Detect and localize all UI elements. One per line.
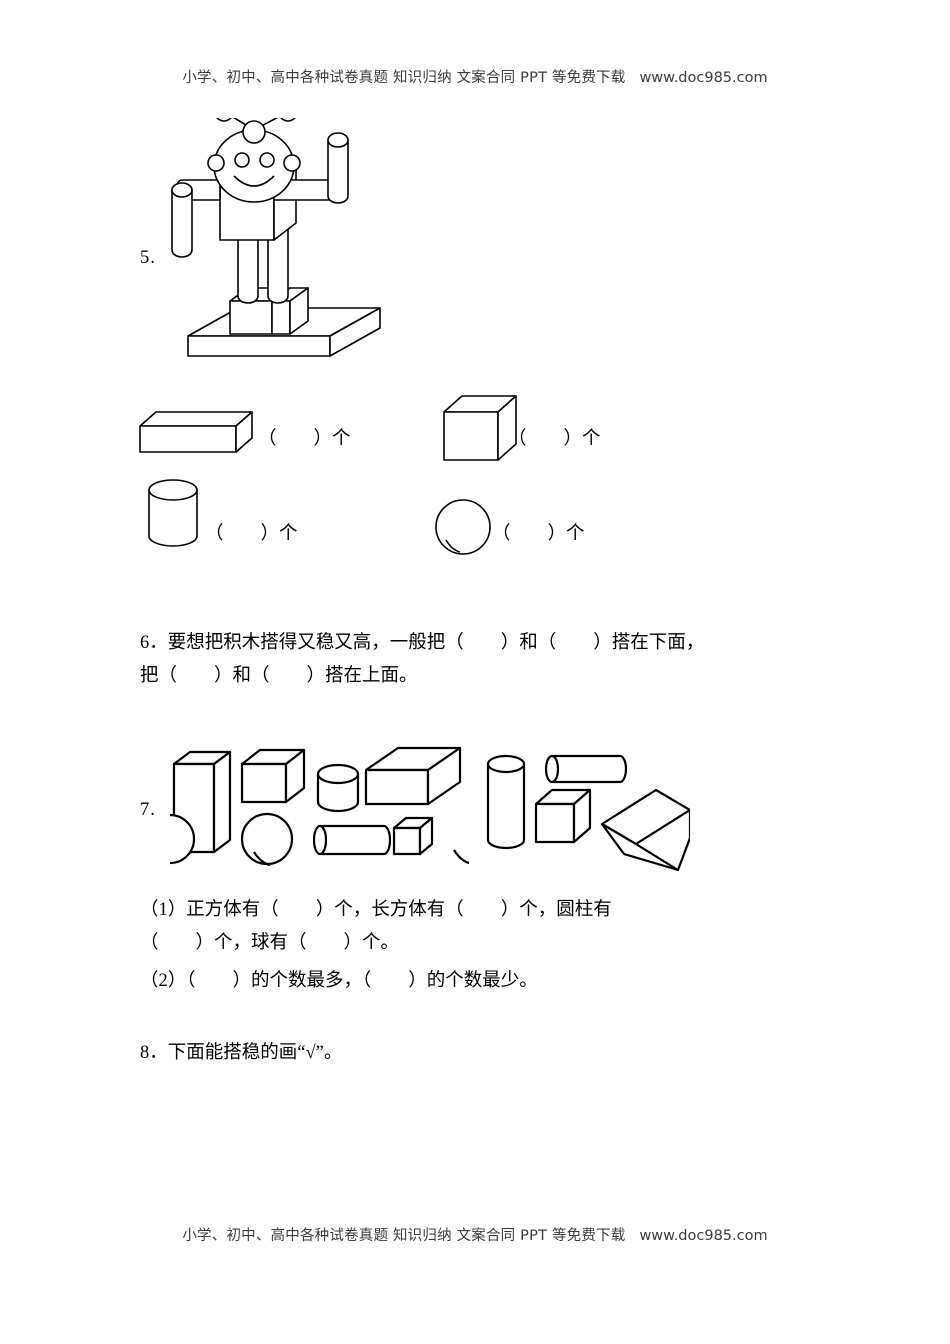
header-watermark: 小学、初中、高中各种试卷真题 知识归纳 文案合同 PPT 等免费下载 www.do… — [0, 66, 950, 87]
leg-cylinder-left — [237, 225, 259, 304]
question-7-sub1-line-1[interactable]: （1）正方体有（ ）个，长方体有（ ）个，圆柱有 — [140, 900, 612, 920]
footer-watermark-url: www.doc985.com — [639, 1228, 768, 1244]
robot-figure — [168, 118, 398, 378]
cylinder-swatch — [143, 478, 213, 550]
cylinder-lying-left — [312, 824, 392, 856]
cuboid-swatch — [138, 404, 258, 459]
header-watermark-url: www.doc985.com — [639, 70, 768, 86]
sphere-right — [170, 813, 470, 865]
sphere-swatch — [432, 496, 494, 558]
question-8-text[interactable]: 8．下面能搭稳的画“√”。 — [140, 1043, 343, 1063]
cylinder-wide — [316, 763, 360, 813]
cylinder-tall — [486, 754, 526, 850]
arm-cylinder-right-vertical — [327, 132, 349, 204]
sphere-count-blank[interactable]: （ ）个 — [492, 524, 585, 544]
cube-small — [392, 816, 434, 856]
cube-right — [534, 788, 592, 844]
cylinder-lying-right — [544, 754, 628, 784]
cube — [240, 748, 306, 804]
cuboid-flat — [364, 746, 462, 806]
question-5-number: 5. — [140, 248, 156, 268]
cuboid-tilted — [600, 788, 690, 872]
question-7-sub2[interactable]: （2）（ ）的个数最多，（ ）的个数最少。 — [140, 971, 538, 991]
cylinder-count-blank[interactable]: （ ）个 — [205, 524, 298, 544]
question-7-sub1-line-2[interactable]: （ ）个，球有（ ）个。 — [140, 933, 400, 953]
sphere-left — [240, 812, 294, 867]
cuboid-count-blank[interactable]: （ ）个 — [258, 429, 351, 449]
cube-count-blank[interactable]: （ ）个 — [508, 429, 601, 449]
footer-watermark: 小学、初中、高中各种试卷真题 知识归纳 文案合同 PPT 等免费下载 www.do… — [0, 1224, 950, 1245]
question-6-line-2[interactable]: 把（ ）和（ ）搭在上面。 — [140, 666, 418, 686]
arm-cylinder-left-vertical — [171, 182, 193, 258]
question-7-number: 7. — [140, 800, 156, 820]
head-sphere — [207, 129, 301, 203]
question-6-line-1[interactable]: 6．要想把积木搭得又稳又高，一般把（ ）和（ ）搭在下面， — [140, 633, 705, 653]
leg-cylinder-right — [267, 225, 289, 304]
antennae — [216, 118, 296, 144]
footer-watermark-text: 小学、初中、高中各种试卷真题 知识归纳 文案合同 PPT 等免费下载 — [182, 1228, 626, 1244]
question-7-shape-group — [170, 742, 690, 872]
cube-swatch — [440, 392, 520, 464]
header-watermark-text: 小学、初中、高中各种试卷真题 知识归纳 文案合同 PPT 等免费下载 — [182, 70, 626, 86]
